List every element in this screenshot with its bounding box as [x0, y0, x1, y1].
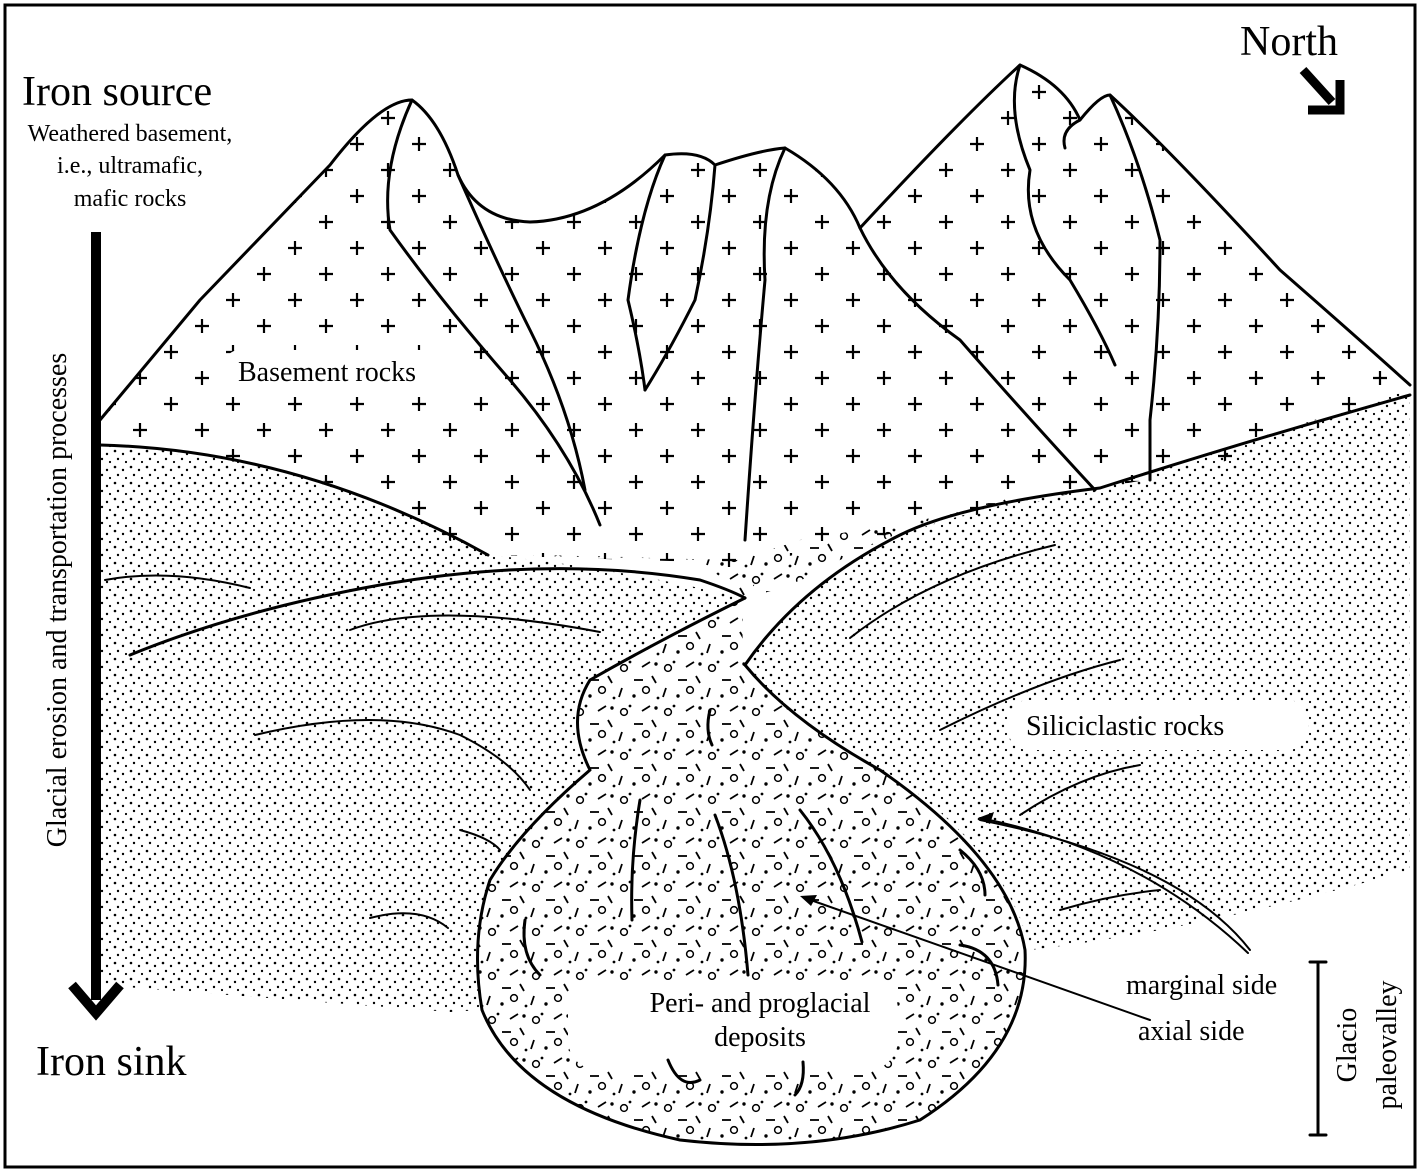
- bedding-line: [369, 912, 449, 929]
- deposits-label-line: deposits: [714, 1022, 806, 1053]
- source-desc-line: mafic rocks: [74, 186, 187, 212]
- channel-line: [666, 1058, 702, 1084]
- bedding-line: [349, 614, 601, 633]
- fan-outline: [128, 567, 747, 657]
- channel-line: [713, 813, 750, 977]
- channel-line: [630, 798, 642, 922]
- fan-outline: [98, 443, 490, 557]
- down-arrow-icon: [68, 981, 124, 1021]
- bedding-line: [939, 659, 1121, 731]
- paleovalley-bracket: [1308, 960, 1328, 1137]
- bedding-line: [254, 719, 531, 791]
- iron-sink-title: Iron sink: [36, 1039, 187, 1085]
- siliciclastic-rocks-label: Siliciclastic rocks: [1026, 711, 1224, 742]
- marginal-side-label: marginal side: [1126, 970, 1277, 1001]
- bedding-line: [1059, 889, 1161, 911]
- bedding-line: [979, 819, 1251, 951]
- axial-leader-arrowhead: [800, 895, 817, 906]
- north-label: North: [1240, 19, 1338, 65]
- ridge-line: [1108, 93, 1162, 482]
- deposits-label-backdrop: [568, 980, 898, 1070]
- axial-side-label: axial side: [1138, 1016, 1245, 1047]
- ridge-line: [386, 98, 602, 527]
- north-arrow-icon: [1299, 66, 1345, 115]
- source-desc-line: i.e., ultramafic,: [57, 153, 203, 179]
- ridge-line: [1062, 118, 1082, 150]
- marginal-leader-line: [979, 817, 1249, 954]
- siliciclastic-left-region: [100, 445, 745, 1012]
- paleovalley-label-line: Glacio: [1332, 1008, 1363, 1083]
- paleovalley-label-line: paleovalley: [1372, 980, 1403, 1109]
- transport-process-label: Glacial erosion and transportation proce…: [42, 353, 73, 848]
- siliciclastic-right-region: [745, 390, 1410, 950]
- channel-line: [958, 943, 1000, 987]
- ridge-line: [626, 153, 667, 392]
- deposits-label-line: Peri- and proglacial: [650, 988, 871, 1019]
- basement-rocks-label: Basement rocks: [238, 357, 416, 388]
- basement-label-backdrop: [225, 350, 457, 394]
- axial-leader-line: [804, 897, 1151, 1021]
- channel-line: [793, 1060, 805, 1097]
- valley-outline: [476, 596, 1027, 1146]
- channel-line: [522, 918, 542, 977]
- ridge-line: [643, 163, 717, 392]
- source-desc-line: Weathered basement,: [28, 121, 233, 147]
- channel-line: [706, 708, 714, 747]
- bedding-line: [459, 829, 501, 851]
- ridge-line: [456, 173, 587, 492]
- valley-mouth-zone: [488, 490, 1090, 598]
- channel-line: [798, 808, 864, 944]
- channel-line: [958, 848, 987, 897]
- bedding-line: [849, 544, 1056, 639]
- marginal-leader-arrowhead: [978, 812, 994, 824]
- basement-rocks-region: [100, 65, 1410, 600]
- fan-outline: [743, 393, 1412, 667]
- bedding-line: [1019, 764, 1141, 816]
- siliciclastic-label-backdrop: [1008, 700, 1308, 750]
- bedding-line: [104, 574, 251, 589]
- ridge-line: [858, 226, 1097, 492]
- iron-source-title: Iron source: [22, 69, 212, 115]
- ridge-line: [1012, 63, 1117, 367]
- ridge-line: [743, 146, 787, 542]
